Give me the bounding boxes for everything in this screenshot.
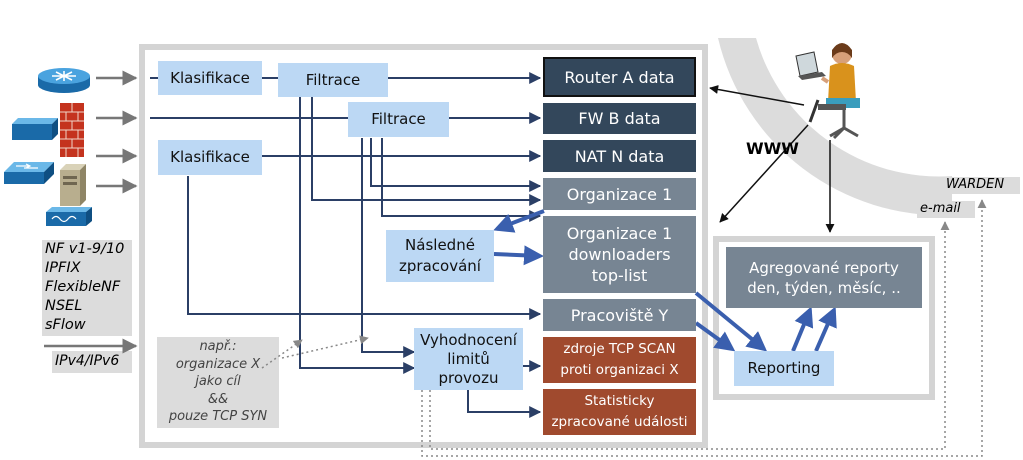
- agreg-line2: den, týden, měsíc, ..: [747, 278, 901, 297]
- warden-label-bg: [942, 177, 1020, 194]
- filtrace-top-label: Filtrace: [305, 70, 361, 89]
- org1-down-line1: Organizace 1: [566, 224, 673, 243]
- router-a-label: Router A data: [564, 67, 675, 87]
- protocol-item: IPFIX: [45, 260, 81, 276]
- agregovane-reporty-box: Agregované reporty den, týden, měsíc, ..: [726, 247, 922, 308]
- input-arrows: [44, 70, 138, 354]
- filtrace-top-box: Filtrace: [278, 63, 388, 97]
- protocol-item: FlexibleNF: [45, 279, 121, 295]
- fw-b-label: FW B data: [578, 109, 661, 128]
- vyhodnoceni-box: Vyhodnocení limitů provozu: [414, 328, 523, 390]
- organizace-1-box: Organizace 1: [543, 178, 696, 210]
- vyhodnoceni-line1: Vyhodnocení: [420, 330, 517, 349]
- www-arc: [718, 38, 952, 216]
- agreg-line1: Agregované reporty: [749, 258, 899, 277]
- nat-n-label: NAT N data: [574, 146, 665, 166]
- server-icon: [60, 164, 86, 206]
- nasledne-line1: Následné: [405, 236, 475, 254]
- fw-b-data-box: FW B data: [543, 103, 696, 134]
- report-arrows: [493, 209, 837, 352]
- filtrace-mid-label: Filtrace: [371, 110, 426, 128]
- protocol-list: NF v1-9/10 IPFIX FlexibleNF NSEL sFlow: [45, 240, 133, 335]
- klasifikace-top-label: Klasifikace: [170, 68, 250, 87]
- collector-frame: [139, 44, 708, 448]
- appliance-icon: [12, 118, 58, 140]
- note-line: pouze TCP SYN: [168, 409, 268, 424]
- reporting-box: Reporting: [734, 351, 834, 386]
- zdroje-line2: proti organizaci X: [560, 362, 679, 378]
- warden-label: WARDEN: [946, 177, 1005, 192]
- example-note: např.: organizace X jako cíl && pouze TC…: [157, 338, 279, 426]
- router-icon: [38, 68, 90, 93]
- organizace-1-label: Organizace 1: [566, 184, 673, 204]
- nasledne-zpracovani-box: Následné zpracování: [386, 230, 494, 282]
- sensor-icon: [46, 207, 92, 226]
- www-arrows: [709, 85, 835, 233]
- user-laptop-icon: [795, 43, 860, 140]
- switch-icon: [4, 162, 54, 184]
- klasifikace-bottom-label: Klasifikace: [170, 148, 250, 166]
- dotted-connectors: [261, 199, 987, 457]
- vyhodnoceni-line2: limitů: [447, 349, 490, 368]
- note-line: &&: [207, 391, 229, 407]
- zdroje-line1: zdroje TCP SCAN: [563, 341, 676, 357]
- ip-version-label: IPv4/IPv6: [55, 353, 120, 369]
- example-note-bg: [157, 337, 279, 428]
- statisticky-line2: zpracované události: [551, 414, 688, 430]
- protocol-item: NF v1-9/10: [45, 241, 125, 257]
- pracoviste-y-label: Pracoviště Y: [570, 305, 669, 325]
- email-label-bg: [917, 201, 975, 218]
- zdroje-tcp-scan-box: zdroje TCP SCAN proti organizaci X: [543, 337, 696, 383]
- statisticky-line1: Statisticky: [584, 393, 655, 409]
- router-a-data-box: Router A data: [543, 57, 696, 97]
- org1-down-line3: top-list: [591, 266, 648, 285]
- reporting-label: Reporting: [747, 359, 821, 377]
- protocol-item: NSEL: [45, 298, 83, 314]
- pracoviste-y-box: Pracoviště Y: [543, 299, 696, 331]
- email-label: e-mail: [920, 201, 961, 216]
- nat-n-data-box: NAT N data: [543, 140, 696, 172]
- note-line: organizace X: [175, 356, 261, 372]
- reporting-frame: [713, 236, 935, 400]
- vyhodnoceni-line3: provozu: [438, 368, 499, 387]
- www-label: WWW: [746, 139, 799, 158]
- klasifikace-bottom-box: Klasifikace: [158, 140, 262, 175]
- organizace-1-downloaders-box: Organizace 1 downloaders top-list: [543, 216, 696, 293]
- klasifikace-top-box: Klasifikace: [158, 61, 262, 95]
- filtrace-mid-box: Filtrace: [348, 102, 449, 137]
- firewall-icon: [60, 103, 84, 157]
- statisticky-box: Statisticky zpracované události: [543, 389, 696, 435]
- flow-connectors: [150, 72, 542, 418]
- nasledne-line2: zpracování: [399, 257, 481, 275]
- note-line: jako cíl: [195, 374, 241, 389]
- note-line: např.:: [199, 339, 237, 354]
- protocol-list-bg: [42, 240, 132, 336]
- org1-down-line2: downloaders: [568, 245, 671, 264]
- ip-label-bg: [52, 351, 132, 373]
- protocol-item: sFlow: [45, 317, 86, 333]
